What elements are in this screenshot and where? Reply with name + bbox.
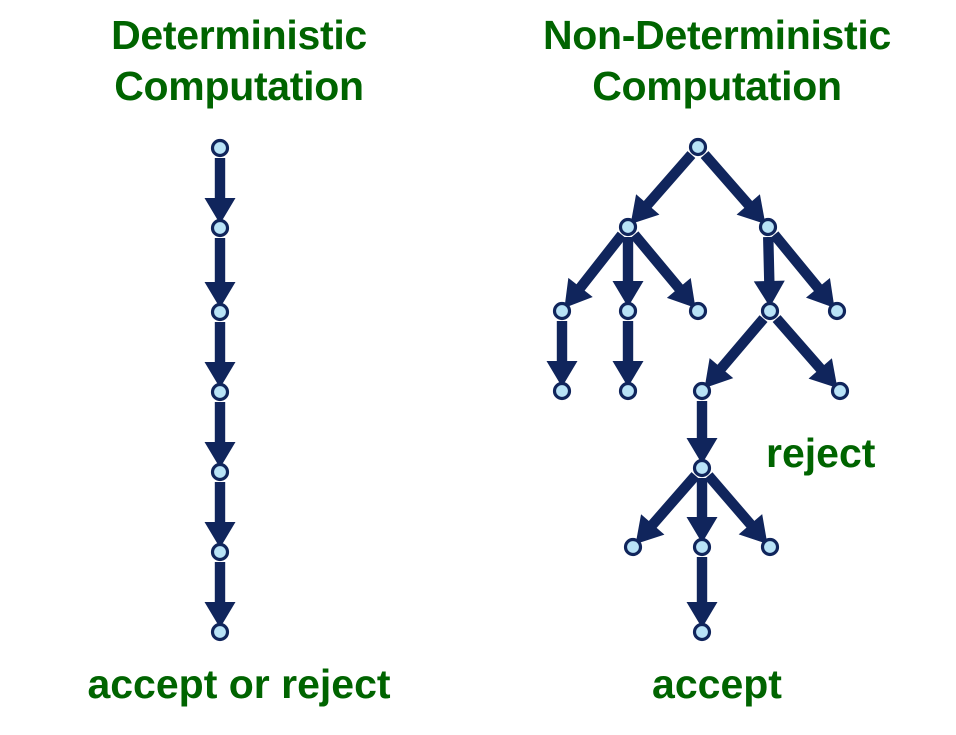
deterministic-panel: Deterministic Computation accept or reje…: [87, 12, 391, 707]
reject-branch-label: reject: [766, 430, 876, 476]
nondeterministic-panel: Non-Deterministic Computation accept: [478, 0, 956, 735]
nondeterministic-title: Non-Deterministic Computation: [542, 12, 891, 109]
nondeterministic-outcome-label: accept: [652, 661, 782, 707]
deterministic-outcome-label: accept or reject: [87, 661, 391, 707]
deterministic-title: Deterministic Computation: [111, 12, 367, 109]
